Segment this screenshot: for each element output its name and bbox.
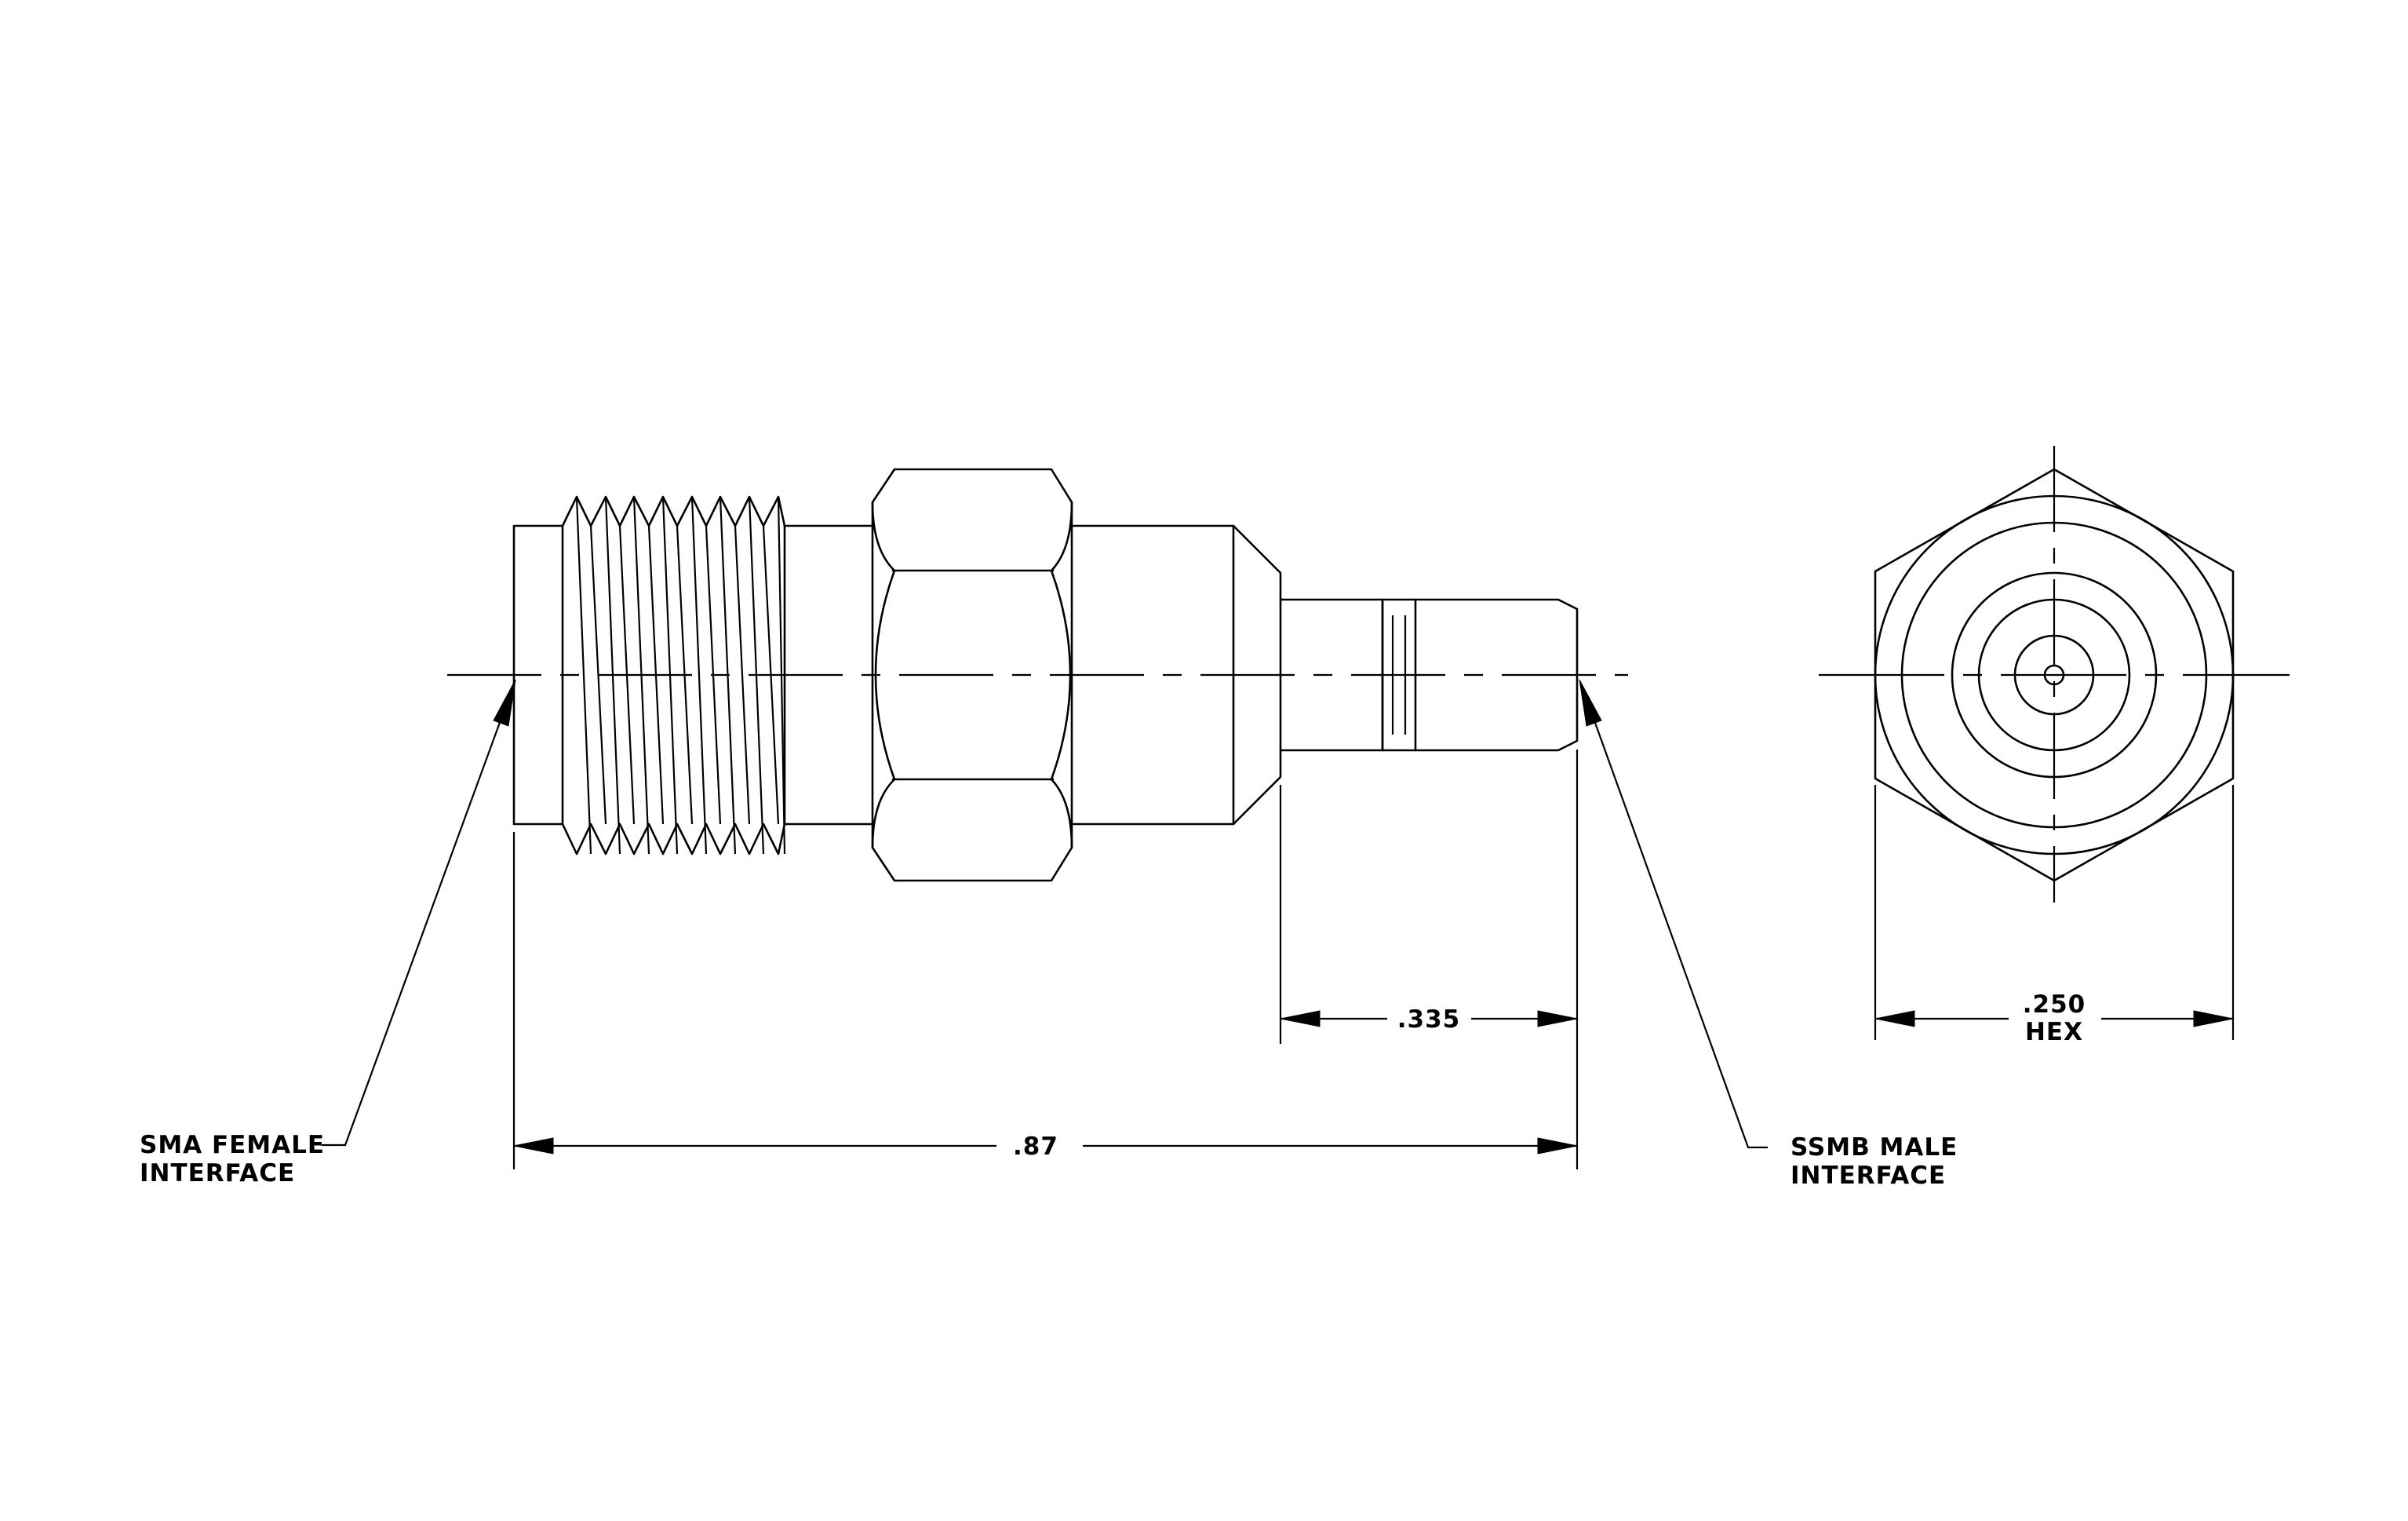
end-circle-outer bbox=[1874, 494, 2235, 855]
end-circle-5 bbox=[2013, 634, 2095, 716]
end-circle-3 bbox=[1951, 571, 2158, 779]
hex-arc-right-bot bbox=[1050, 778, 1073, 849]
hex-arc-left-top bbox=[871, 501, 896, 572]
sma-label-line2: INTERFACE bbox=[140, 1159, 295, 1187]
side-view: .335 .87 SMA FEMALE INTERFACE SSMB MALE … bbox=[140, 468, 1958, 1190]
sma-leader bbox=[322, 679, 516, 1147]
dim-hex-unit: HEX bbox=[2025, 1018, 2083, 1046]
end-view: .250 HEX bbox=[1819, 446, 2290, 1046]
dim-tip-length: .335 bbox=[1280, 1005, 1578, 1034]
hex-nut-outline bbox=[871, 468, 1073, 882]
thread-crests-top bbox=[561, 495, 786, 527]
dim-overall-label: .87 bbox=[1013, 1133, 1058, 1161]
sma-front-ring bbox=[512, 524, 564, 826]
hex-arc-right-mid bbox=[1050, 569, 1072, 781]
thread-lines bbox=[575, 496, 786, 855]
dim-hex: .250 HEX bbox=[1874, 990, 2234, 1046]
hex-arc-right-top bbox=[1050, 501, 1073, 572]
end-circle-4 bbox=[1977, 598, 2131, 752]
ssmb-tip bbox=[1414, 598, 1579, 752]
ssmb-groove bbox=[1381, 598, 1417, 752]
sma-label-line1: SMA FEMALE bbox=[140, 1131, 325, 1159]
hex-arc-left-mid bbox=[874, 569, 896, 781]
ssmb-label-line2: INTERFACE bbox=[1791, 1162, 1946, 1190]
ssmb-label-line1: SSMB MALE bbox=[1791, 1133, 1958, 1162]
dim-tip-label: .335 bbox=[1397, 1005, 1461, 1034]
thread-crests-bottom bbox=[561, 823, 786, 855]
hex-arc-left-bot bbox=[871, 778, 896, 849]
rear-body bbox=[1070, 524, 1282, 826]
end-circle-2 bbox=[1900, 521, 2208, 829]
ssmb-leader bbox=[1579, 679, 1768, 1149]
end-pin bbox=[2043, 664, 2065, 686]
dim-hex-value: .250 bbox=[2023, 990, 2086, 1019]
dim-overall-length: .87 bbox=[513, 1133, 1578, 1161]
end-hex-outline bbox=[1874, 468, 2235, 882]
